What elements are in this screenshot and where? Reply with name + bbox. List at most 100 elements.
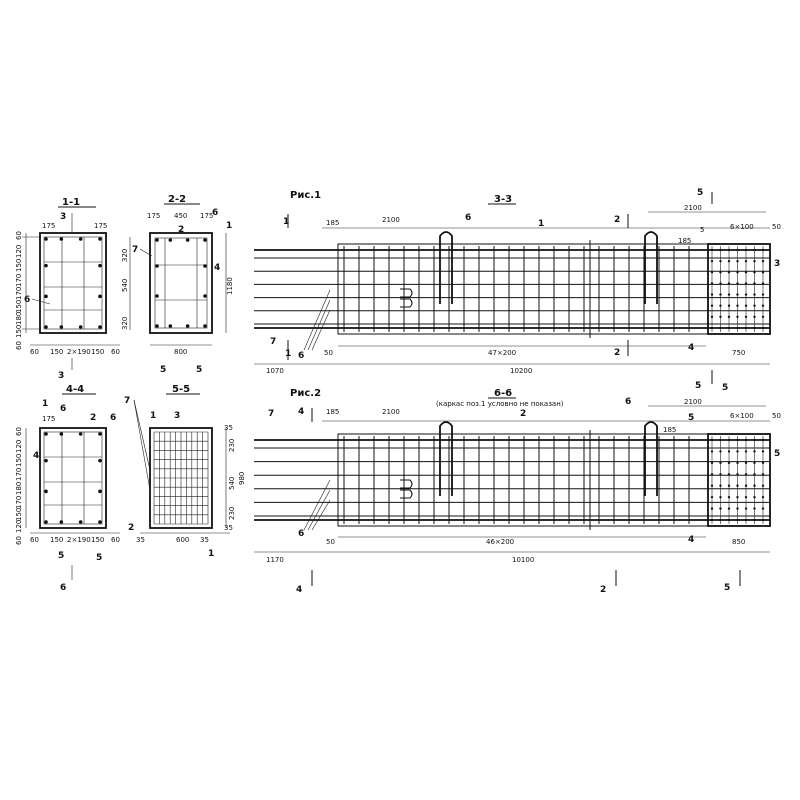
fig2-dim-1170: 1170	[266, 556, 284, 564]
fig2-note: (каркас поз.1 условно не показан)	[436, 400, 564, 408]
dim-320-bottom: 320	[121, 317, 129, 330]
dim-175-right: 175	[94, 222, 107, 230]
rebar-dot	[59, 520, 64, 524]
rebar-dot	[185, 238, 190, 242]
fig1-callout-1-top: 1	[538, 219, 544, 229]
hooked-bar	[400, 298, 413, 308]
rebar-dot	[98, 520, 102, 524]
fig1-dim-5: 5	[700, 226, 704, 234]
side-dim-4-1: 60	[15, 427, 23, 436]
fig1-beam	[254, 231, 771, 338]
side-dim-4-7: 150	[15, 508, 23, 521]
fig2-callout-4-top: 4	[298, 407, 304, 417]
fig1-dim-2100: 2100	[382, 216, 400, 224]
fig2-callout-4-bottom: 4	[688, 535, 694, 545]
fig1-callout-2-top: 2	[614, 215, 620, 225]
fig1-callout-3: 3	[774, 259, 780, 269]
callout-4-4-1: 1	[42, 399, 48, 409]
callout-2-2-2: 2	[178, 225, 184, 235]
section-2-2: 2-2 175 450 175 6 2 1 7 4 320 540 320 11…	[121, 194, 234, 375]
side-dim-1: 60	[15, 231, 23, 240]
end-mesh-frame	[707, 433, 771, 527]
dim-175-4-4: 175	[42, 415, 55, 423]
bottom-dim-3: 2×190	[67, 348, 91, 356]
fig2-callout-6-bottom: 6	[298, 529, 304, 539]
dim-175-a: 175	[147, 212, 160, 220]
fig2-callout-5-right: 5	[774, 449, 780, 459]
rebar-dot	[78, 432, 83, 436]
rebar-dot	[168, 324, 173, 328]
dim-35-left: 35	[136, 536, 145, 544]
section-5-5-title: 5-5	[172, 384, 190, 395]
fig2-cut-4: 4	[296, 585, 302, 595]
fig2-dim-2100: 2100	[382, 408, 400, 416]
fig2-cut-5-bottom: 5	[724, 583, 730, 593]
fig2-dim-6x100: 6×100	[730, 412, 754, 420]
rebar-dot	[44, 432, 48, 436]
fig1-callout-1-bottom: 1	[285, 349, 291, 359]
fig1-callout-2-bottom: 2	[614, 348, 620, 358]
rebar-dot	[155, 294, 159, 298]
side-dim-4-5: 180	[15, 482, 23, 495]
fig2-dim-185: 185	[326, 408, 339, 416]
fig1-dim-50-bottom: 50	[324, 349, 333, 357]
fig2-callout-5: 5	[688, 413, 694, 423]
callout-4-4-4: 4	[33, 451, 39, 461]
callout-2-2-1: 1	[226, 221, 232, 231]
rebar-dot	[98, 458, 102, 463]
callout-4-4-6-right: 6	[110, 413, 116, 423]
fig1-dim-185-b: 185	[678, 237, 691, 245]
cut-5-4-4-right: 5	[96, 553, 102, 563]
fig1-section-label: 3-3	[494, 194, 512, 205]
fig1-dim-185: 185	[326, 219, 339, 227]
rebar-dot	[44, 325, 48, 329]
dim-320-top: 320	[121, 249, 129, 262]
hooked-bar	[400, 288, 413, 298]
side-dim-4-9: 60	[15, 536, 23, 545]
fig2-caption: Рис.2	[290, 388, 321, 399]
fig1-callout-7: 7	[270, 337, 276, 347]
fig1-caption: Рис.1	[290, 190, 321, 201]
rebar-dot	[59, 237, 64, 241]
side-dim-5: 170	[15, 287, 23, 300]
rebar-dot	[98, 432, 102, 436]
rebar-dot	[59, 432, 64, 436]
dim-35-top: 35	[224, 424, 233, 432]
callout-2-2-6: 6	[212, 208, 218, 218]
fig2-beam	[254, 421, 771, 530]
callout-5-5-1: 1	[150, 411, 156, 421]
fig1-cut-5-bottom: 5	[695, 381, 701, 391]
section-4-4-side-dims: 60 120 150 170 180 170 150 120 60	[15, 427, 23, 545]
rebar-dot	[185, 324, 190, 328]
dim-230-bottom: 230	[228, 507, 236, 520]
callout-4-4-2: 2	[90, 413, 96, 423]
section-5-5: 5-5 1 3 7 35 230 540 230 980 35 35 600 3…	[124, 384, 246, 559]
section-4-4-title: 4-4	[66, 384, 84, 395]
rebar-dot	[98, 237, 102, 241]
fig1-callout-6-bottom: 6	[298, 351, 304, 361]
callout-2-2-4: 4	[214, 263, 220, 273]
rebar-dot	[203, 264, 207, 268]
bottom-dim-4: 150	[91, 348, 104, 356]
section-1-1-side-dims: 60 120 150 170 170 150 180 150 60	[15, 231, 23, 350]
bottom-dim-1: 60	[30, 348, 39, 356]
section-4-4: 4-4 1 6 2 6 175 4 60 120 150 170 180 170…	[15, 384, 120, 593]
rebar-dot	[203, 324, 207, 328]
fig1-dim-6x100: 6×100	[730, 223, 754, 231]
rebar-dot	[44, 458, 48, 463]
cut-label-bottom: 3	[58, 371, 64, 381]
side-dim-4-3: 150	[15, 454, 23, 467]
bottom-dim-4-4: 150	[91, 536, 104, 544]
rebar-dot	[78, 325, 83, 329]
side-dim-4-4: 170	[15, 468, 23, 481]
callout-5-5-3: 3	[174, 411, 180, 421]
bottom-dim-5: 60	[111, 348, 120, 356]
cut-5-left: 5	[160, 365, 166, 375]
bottom-dim-4-3: 2×190	[67, 536, 91, 544]
figure-1: Рис.1 3-3 5 2100 185 2100 185 5 6×100 50…	[254, 188, 781, 391]
rebar-dot	[168, 238, 173, 242]
dim-980: 980	[238, 472, 246, 485]
side-dim-4-2: 120	[15, 440, 23, 453]
callout-5-5-7: 7	[124, 396, 130, 406]
section-2-2-title: 2-2	[168, 194, 186, 205]
